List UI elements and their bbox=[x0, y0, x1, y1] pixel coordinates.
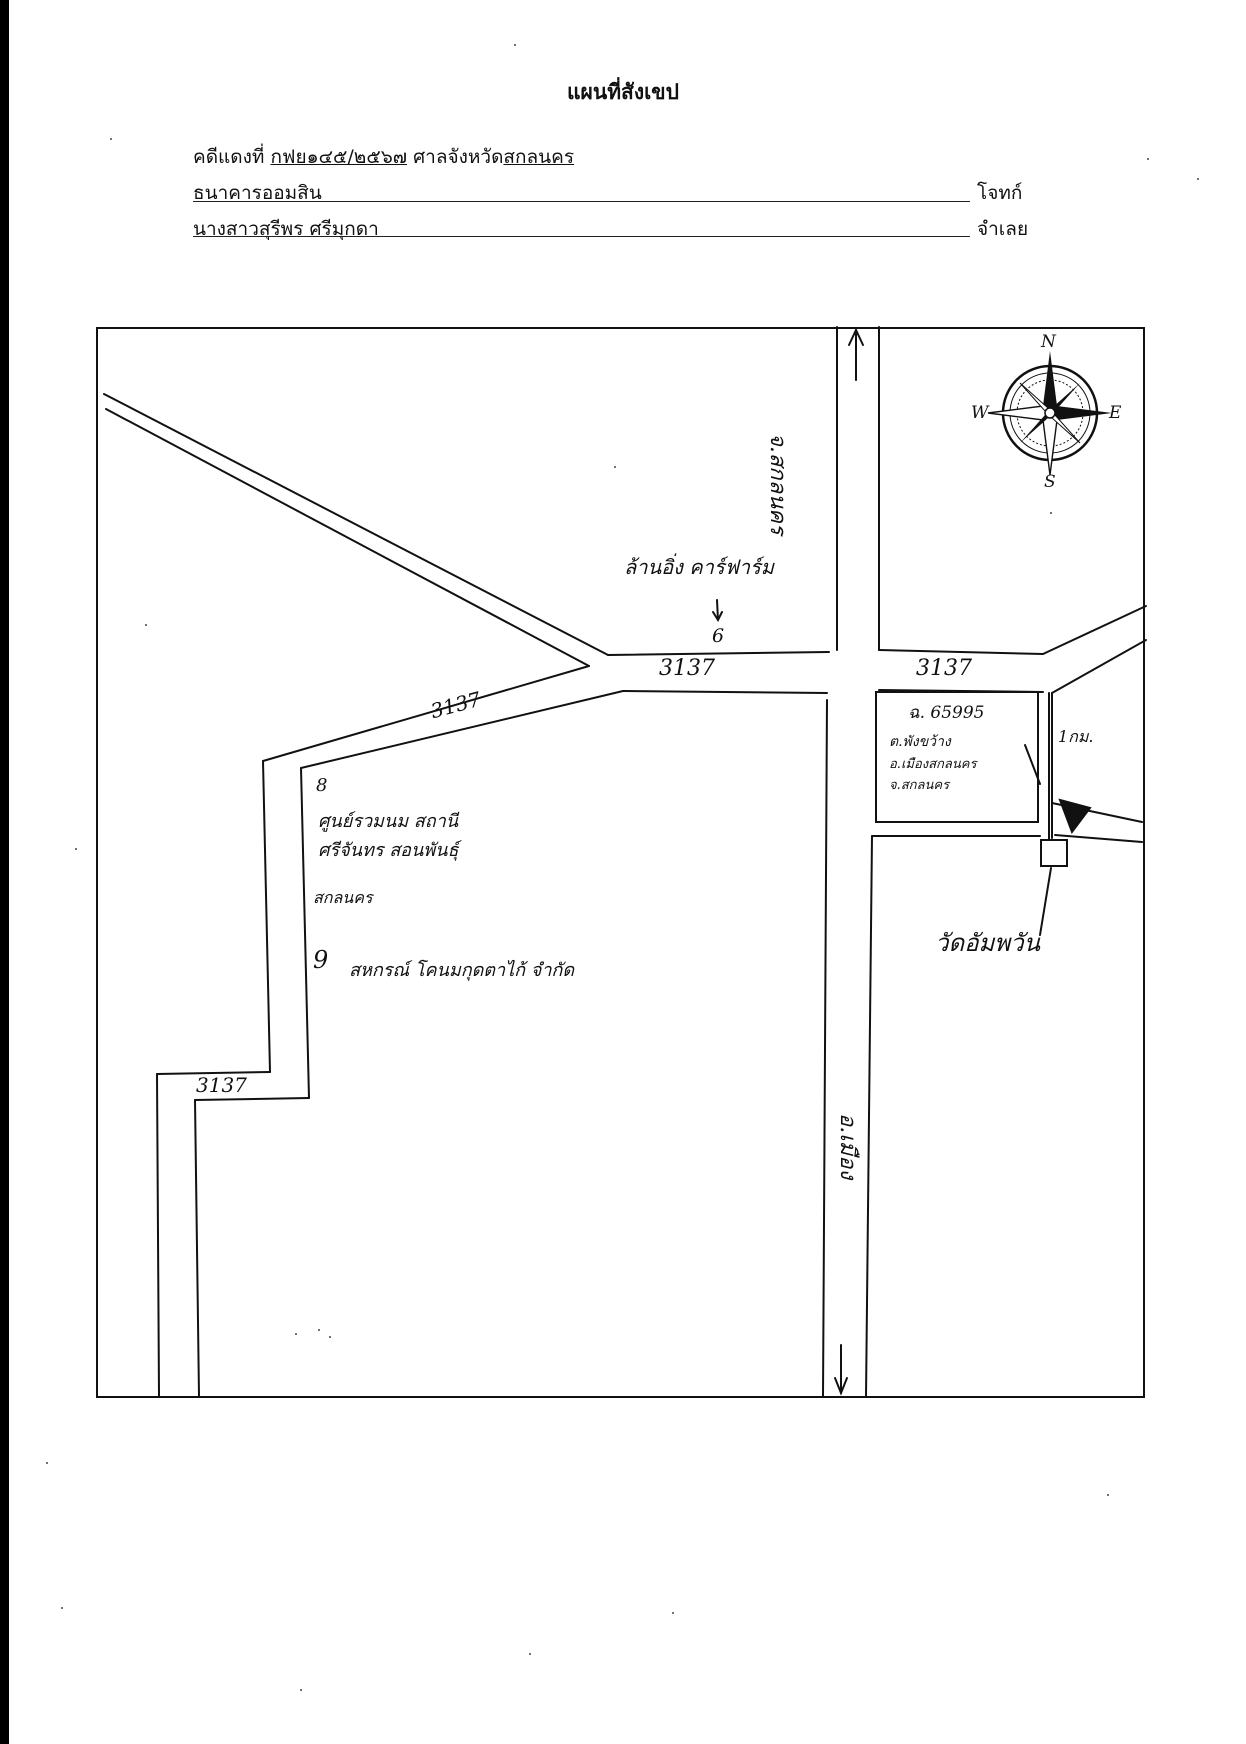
scan-speck bbox=[110, 138, 112, 140]
scan-speck bbox=[329, 1336, 331, 1338]
vertical-road-west-edge-south bbox=[822, 699, 828, 1398]
scan-speck bbox=[614, 466, 616, 468]
community-center-line3: สกลนคร bbox=[313, 888, 373, 907]
court-prefix: ศาลจังหวัด bbox=[413, 146, 504, 168]
road-label-b: 3137 bbox=[916, 656, 972, 681]
marker-6: 6 bbox=[712, 625, 725, 647]
community-center-line2: ศรีจันทร สอนพันธุ์ bbox=[318, 840, 459, 861]
road-3137-west-top bbox=[607, 651, 830, 656]
road-lines bbox=[103, 326, 1147, 1398]
scan-speck bbox=[1147, 158, 1149, 160]
compass-rose bbox=[987, 351, 1112, 476]
scan-speck bbox=[145, 624, 147, 626]
page-title: แผนที่สังเขป bbox=[567, 80, 679, 104]
scan-speck bbox=[46, 1462, 48, 1464]
defendant-rule bbox=[193, 236, 970, 237]
parcel-district: อ.เมืองสกลนคร bbox=[889, 757, 977, 772]
scan-speck bbox=[514, 44, 516, 46]
scan-speck bbox=[1197, 178, 1199, 180]
marker-9: 9 bbox=[313, 946, 329, 974]
map-frame bbox=[96, 327, 1145, 1398]
plaintiff-role: โจทก์ bbox=[977, 182, 1023, 204]
compass-w: W bbox=[971, 403, 989, 423]
scan-speck bbox=[1050, 512, 1052, 514]
plaintiff-name: ธนาคารออมสิน bbox=[193, 182, 322, 204]
scan-speck bbox=[61, 1607, 63, 1609]
diagonal-road-south-edge bbox=[105, 408, 590, 667]
diagonal-road-north-edge bbox=[103, 393, 609, 656]
court-province: สกลนคร bbox=[503, 146, 575, 168]
scan-speck bbox=[318, 1329, 320, 1331]
coop-label: สหกรณ์ โคนมกุดตาไก้ จำกัด bbox=[349, 960, 575, 981]
compass-n: N bbox=[1041, 332, 1056, 352]
scan-speck bbox=[300, 1689, 302, 1691]
scan-speck bbox=[672, 1612, 674, 1614]
vertical-road-south-label: อ.เมือง bbox=[835, 1113, 860, 1180]
scan-speck bbox=[75, 848, 77, 850]
plaintiff-rule bbox=[193, 201, 970, 202]
vertical-road-east-edge-south bbox=[865, 835, 873, 1398]
defendant-role: จำเลย bbox=[977, 218, 1029, 240]
parcel-deed: ฉ. 65995 bbox=[908, 703, 985, 723]
defendant-name: นางสาวสุรีพร ศรีมุกดา bbox=[193, 218, 379, 240]
case-line: คดีแดงที่ กฟย๑๔๕/๒๕๖๗ ศาลจังหวัดสกลนคร bbox=[193, 142, 574, 172]
farm-label: ล้านอิ่ง คาร์ฟาร์ม bbox=[624, 555, 774, 579]
vertical-road-north-label: จ.สกลนคร bbox=[765, 433, 790, 535]
scan-speck bbox=[529, 1653, 531, 1655]
scan-edge bbox=[0, 0, 9, 1744]
parcel-box bbox=[875, 691, 1039, 823]
case-number: กฟย๑๔๕/๒๕๖๗ bbox=[270, 146, 408, 168]
parcel-province: จ.สกลนคร bbox=[889, 778, 950, 793]
scan-speck bbox=[1107, 1494, 1109, 1496]
case-prefix: คดีแดงที่ bbox=[193, 146, 265, 168]
compass-e: E bbox=[1109, 403, 1122, 423]
parcel-subdistrict: ต.พังขว้าง bbox=[889, 734, 951, 750]
compass-s: S bbox=[1044, 472, 1056, 492]
road-label-d: 3137 bbox=[196, 1073, 247, 1097]
scan-speck bbox=[295, 1333, 297, 1335]
community-center-line1: ศูนย์รวมนม สถานี bbox=[318, 811, 459, 832]
marker-8: 8 bbox=[316, 775, 328, 796]
temple-label: วัดอัมพวัน bbox=[935, 929, 1040, 957]
road-label-a: 3137 bbox=[659, 656, 715, 681]
distance-label: 1กม. bbox=[1058, 727, 1094, 746]
